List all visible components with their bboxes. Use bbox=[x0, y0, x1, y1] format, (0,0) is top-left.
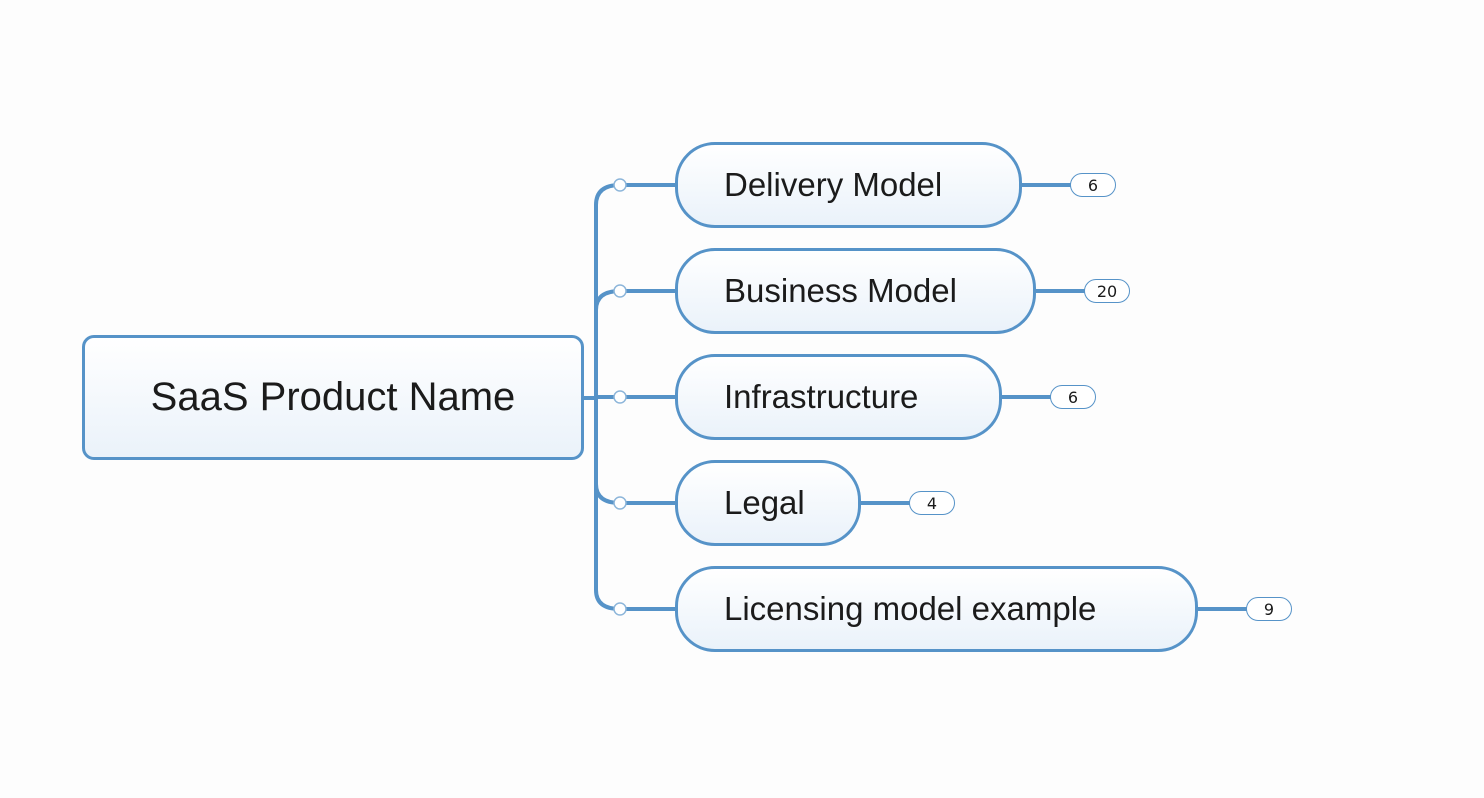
topic-label: Infrastructure bbox=[724, 378, 919, 415]
collapsed-count-badge-delivery[interactable]: 6 bbox=[1070, 173, 1116, 197]
connector-dot-legal bbox=[613, 496, 627, 510]
connector-dot-licensing bbox=[613, 602, 627, 616]
connector-dot-business bbox=[613, 284, 627, 298]
topic-infrastructure[interactable]: Infrastructure bbox=[675, 354, 1002, 440]
topic-label: Licensing model example bbox=[724, 590, 1097, 627]
topic-delivery-model[interactable]: Delivery Model bbox=[675, 142, 1022, 228]
topic-label: Business Model bbox=[724, 272, 957, 309]
topic-legal[interactable]: Legal bbox=[675, 460, 861, 546]
connector-dot-delivery bbox=[613, 178, 627, 192]
root-topic[interactable]: SaaS Product Name bbox=[82, 335, 584, 460]
topic-label: Legal bbox=[724, 484, 805, 521]
collapsed-count-badge-licensing[interactable]: 9 bbox=[1246, 597, 1292, 621]
connector-dot-infrastructure bbox=[613, 390, 627, 404]
collapsed-count-badge-business[interactable]: 20 bbox=[1084, 279, 1130, 303]
collapsed-count-badge-legal[interactable]: 4 bbox=[909, 491, 955, 515]
topic-label: Delivery Model bbox=[724, 166, 943, 203]
topic-business-model[interactable]: Business Model bbox=[675, 248, 1036, 334]
root-topic-label: SaaS Product Name bbox=[150, 375, 516, 419]
collapsed-count-badge-infrastructure[interactable]: 6 bbox=[1050, 385, 1096, 409]
topic-licensing-model-example[interactable]: Licensing model example bbox=[675, 566, 1198, 652]
